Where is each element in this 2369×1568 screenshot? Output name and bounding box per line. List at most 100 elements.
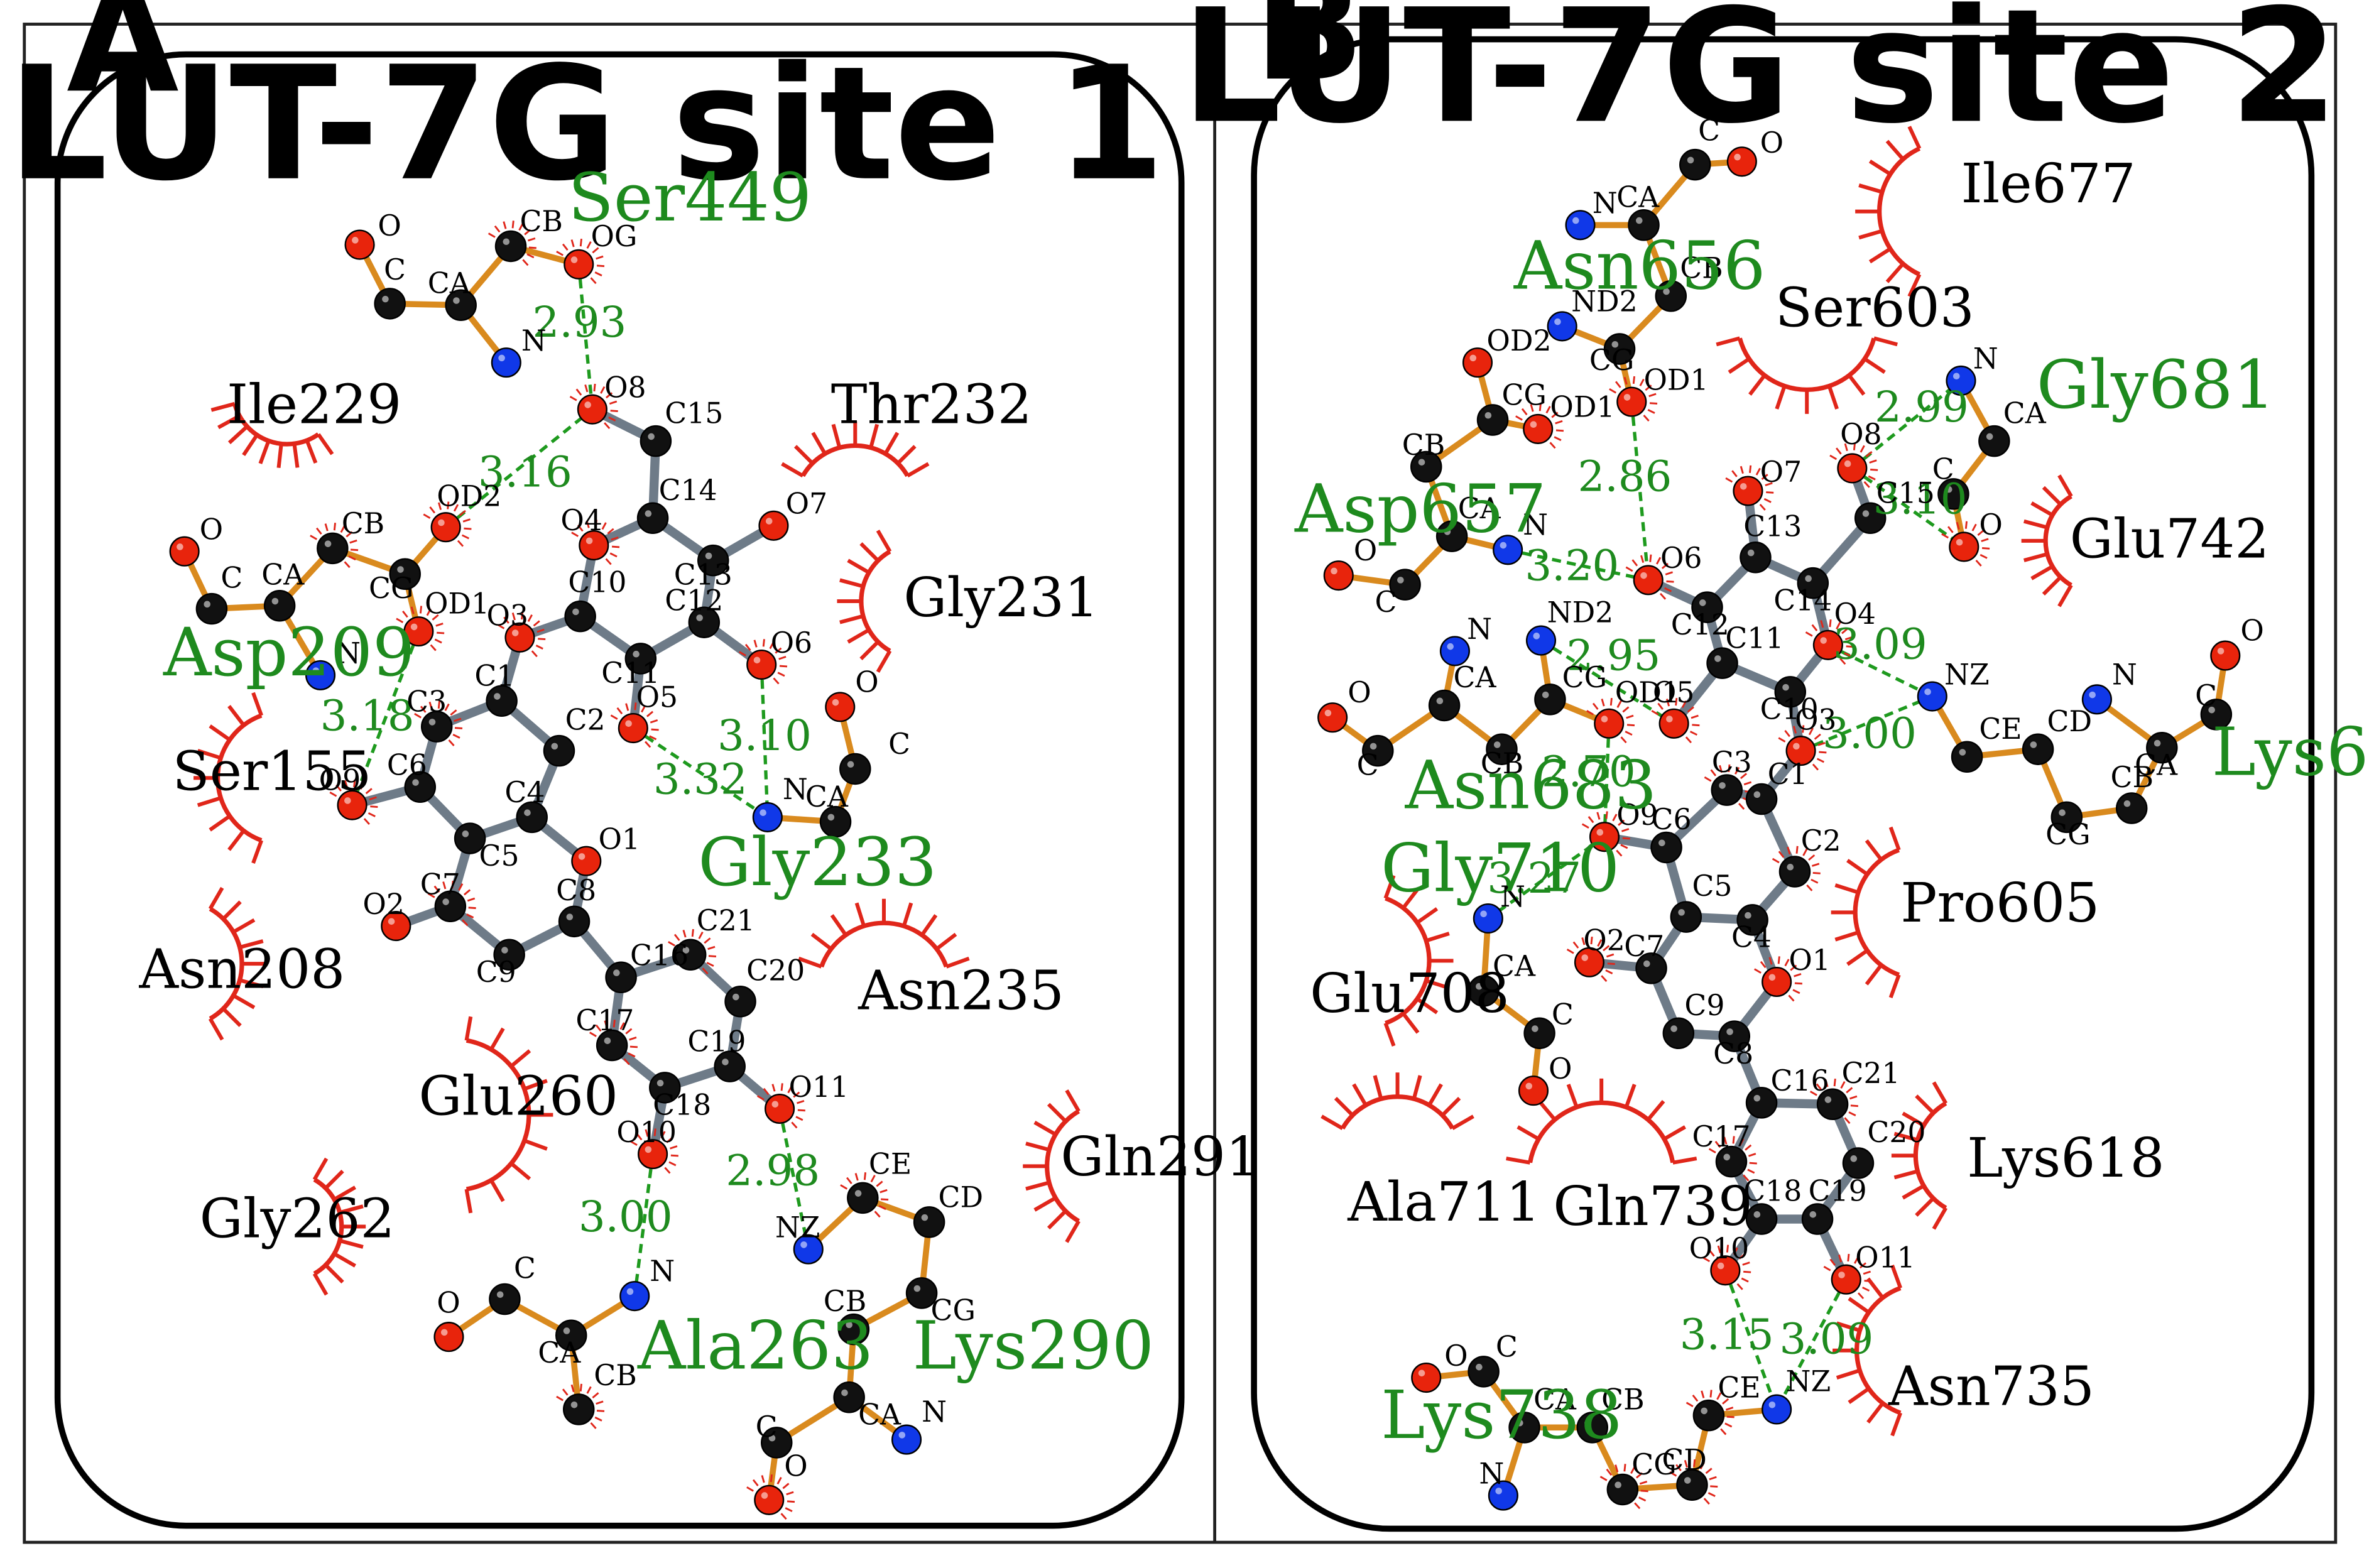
carbon-atom xyxy=(624,643,657,675)
hydrophobic-contact-arc xyxy=(464,1016,553,1214)
atom-label: NZ xyxy=(1944,658,1990,691)
oxygen-atom xyxy=(1574,947,1604,977)
hbond-distance-label: 3.16 xyxy=(478,447,572,496)
carbon-atom xyxy=(445,289,477,321)
hbond-distance-label: 3.00 xyxy=(579,1192,673,1241)
carbon-atom xyxy=(1435,520,1468,552)
hbond-layer xyxy=(351,264,1965,1410)
hydrogen-bond xyxy=(632,726,769,819)
atom-label: CG xyxy=(1501,378,1546,411)
atom-label: C21 xyxy=(697,904,755,937)
atom-label: OG xyxy=(591,220,637,253)
carbon-atom xyxy=(1745,1087,1778,1119)
atom-contact-ticks xyxy=(1625,554,1674,600)
hbond-distance-label: 3.32 xyxy=(653,755,748,804)
atom-contact-ticks xyxy=(1725,465,1774,511)
oxygen-atom xyxy=(1949,531,1980,562)
atom-label: C7 xyxy=(1624,930,1664,963)
oxygen-atom xyxy=(1411,1362,1442,1393)
nitrogen-atom xyxy=(491,347,521,378)
nitrogen-atom xyxy=(752,802,783,832)
atom-label: CB xyxy=(1680,251,1723,285)
hbond-distance-label: 3.18 xyxy=(320,692,415,741)
carbon-atom xyxy=(688,606,721,638)
atom-label: CB xyxy=(2111,761,2154,794)
carbon-atom xyxy=(1842,1147,1875,1179)
carbon-atom xyxy=(1603,333,1636,365)
atom-label: C2 xyxy=(1801,824,1841,858)
atom-label: O7 xyxy=(1760,455,1802,489)
hydrogen-bond xyxy=(1800,695,1933,753)
carbon-atom xyxy=(1362,734,1394,767)
hydrophobic-contact-arc xyxy=(208,886,266,1041)
atom-label: C4 xyxy=(1731,921,1772,954)
atom-label: O4 xyxy=(1834,597,1876,631)
atom-label: C15 xyxy=(1876,477,1935,510)
atom-contact-ticks xyxy=(1708,1136,1757,1182)
panel-b-letter: B xyxy=(1254,0,1364,113)
carbon-atom xyxy=(1774,676,1807,708)
hydrophobic-residue-label: Gln291 xyxy=(1060,1126,1260,1189)
oxygen-atom xyxy=(564,249,594,280)
atom-label: CB xyxy=(1402,428,1446,462)
oxygen-atom xyxy=(571,846,602,876)
atom-label: O10 xyxy=(1689,1232,1750,1265)
hydrophobic-residue-label: Ile677 xyxy=(1961,153,2135,215)
carbon-atom xyxy=(1854,502,1887,535)
nitrogen-atom xyxy=(1488,1480,1518,1511)
atom-label: CA xyxy=(428,266,471,300)
hbond-distance-label: 3.10 xyxy=(1873,475,1968,524)
carbon-atom xyxy=(493,939,525,971)
atom-label: CA xyxy=(2003,396,2047,430)
carbon-atom xyxy=(317,532,349,565)
atom-label: O2 xyxy=(1583,924,1625,957)
carbon-atom xyxy=(1745,1203,1778,1235)
atom-label: O8 xyxy=(604,371,646,404)
hydrogen-bond xyxy=(760,664,770,818)
atom-label: C16 xyxy=(630,939,689,972)
atom-label: O9 xyxy=(319,764,361,797)
carbon-atom xyxy=(761,1427,793,1459)
atom-label: O xyxy=(1760,126,1784,160)
hydrogen-bond xyxy=(1775,1278,1848,1410)
hydrogen-bond xyxy=(1603,723,1611,837)
oxygen-atom xyxy=(1523,413,1554,444)
atom-label: O xyxy=(1348,676,1371,709)
atom-contact-ticks xyxy=(414,700,463,746)
atom-label: O1 xyxy=(599,822,641,856)
atom-contact-ticks xyxy=(423,501,472,547)
carbon-atom xyxy=(596,1029,628,1062)
atom-label: N xyxy=(1467,612,1492,646)
carbon-atom xyxy=(1670,901,1702,933)
atom-label: C xyxy=(514,1251,536,1285)
carbon-atom xyxy=(555,1319,587,1351)
hydrophobic-residue-label: Thr232 xyxy=(831,373,1032,436)
atom-label: C xyxy=(1552,998,1574,1031)
carbon-atom xyxy=(649,1072,681,1104)
atom-label: C10 xyxy=(568,566,626,599)
nitrogen-atom xyxy=(305,660,336,690)
atom-label: C xyxy=(384,253,406,286)
atom-label: C17 xyxy=(575,1004,634,1037)
atom-label: CA xyxy=(1533,1383,1577,1417)
carbon-atom xyxy=(1476,404,1509,436)
oxygen-atom xyxy=(1812,629,1843,660)
panel-a-title: LUT-7G site 1 xyxy=(8,33,1165,215)
atom-label: C xyxy=(1496,1330,1518,1363)
nitrogen-atom xyxy=(1762,1394,1792,1425)
atom-contact-ticks xyxy=(629,1128,678,1174)
carbon-atom xyxy=(1508,1412,1540,1444)
carbon-atom xyxy=(1816,1088,1849,1121)
atom-label: OD2 xyxy=(437,480,501,513)
hbond-residue-label: Asp209 xyxy=(163,614,415,691)
carbon-atom xyxy=(543,734,575,767)
carbon-atom xyxy=(1740,542,1772,574)
atom-label: C19 xyxy=(1809,1175,1867,1208)
carbon-atom xyxy=(905,1277,938,1309)
carbon-atom xyxy=(636,502,669,535)
hydrophobic-contact-arc xyxy=(1831,826,1901,998)
hydrophobic-contact-arc xyxy=(1855,126,1922,298)
hbond-distance-label: 3.20 xyxy=(1525,541,1619,590)
carbon-atom xyxy=(1715,1145,1748,1178)
atom-label: C18 xyxy=(653,1089,711,1122)
